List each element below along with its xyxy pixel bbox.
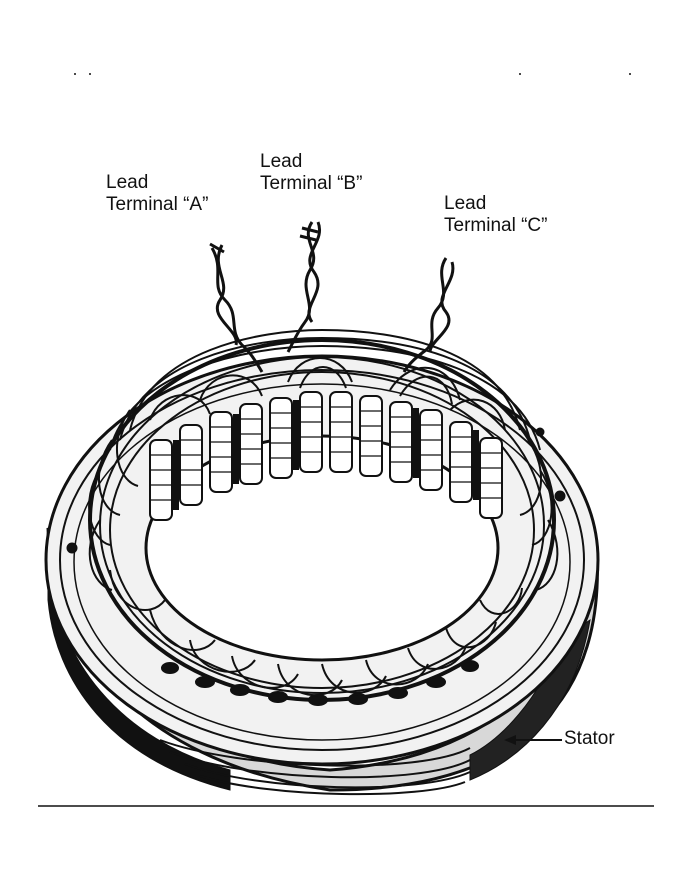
- lead-terminal-a-line2: Terminal “A”: [106, 194, 208, 215]
- stator-label: Stator: [564, 728, 615, 749]
- lead-terminal-a-line1: Lead: [106, 172, 148, 193]
- lead-terminal-c-line1: Lead: [444, 193, 486, 214]
- back-windings: [109, 328, 541, 451]
- stator-callout-arrow: [504, 735, 562, 745]
- lead-wire-c: [402, 257, 455, 373]
- lead-wire-a: [209, 242, 264, 373]
- lead-terminal-b-line2: Terminal “B”: [260, 173, 362, 194]
- winding-ring: [88, 338, 559, 706]
- scan-specks: [74, 73, 631, 75]
- lead-terminal-c-line2: Terminal “C”: [444, 215, 547, 236]
- stator-teeth: [149, 391, 503, 521]
- lead-wire-b: [286, 221, 322, 353]
- lead-terminal-b-line1: Lead: [260, 151, 302, 172]
